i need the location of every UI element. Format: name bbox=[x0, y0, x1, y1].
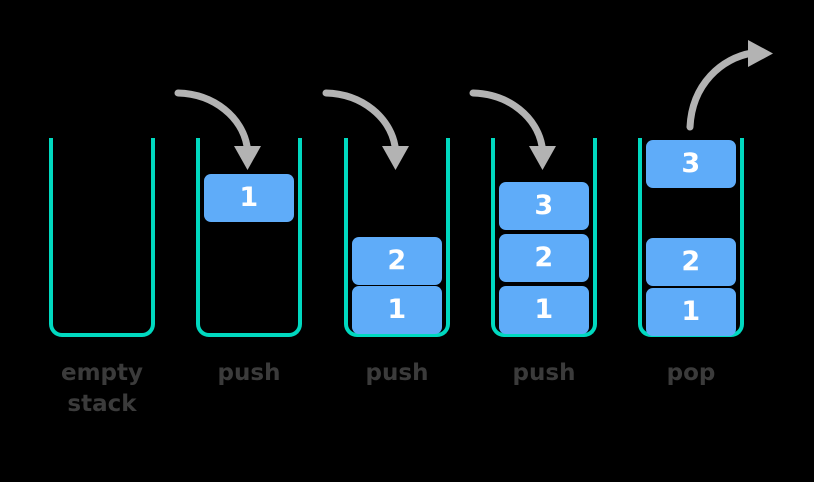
stack-element: 3 bbox=[646, 140, 736, 188]
stack-element: 1 bbox=[646, 288, 736, 336]
stack-element: 2 bbox=[646, 238, 736, 286]
stack-vessel bbox=[196, 138, 302, 337]
stack-element: 2 bbox=[499, 234, 589, 282]
stack-caption-push-2: push bbox=[365, 360, 429, 386]
stack-element: 2 bbox=[352, 237, 442, 285]
stack-column-push-2: 2 1 push bbox=[344, 0, 450, 482]
stack-vessel bbox=[49, 138, 155, 337]
stack-caption-push-3: push bbox=[512, 360, 576, 386]
stack-column-empty: empty stack bbox=[49, 0, 155, 482]
stack-column-pop: 3 2 1 pop bbox=[638, 0, 744, 482]
stack-element: 1 bbox=[352, 286, 442, 334]
stack-column-push-3: 3 2 1 push bbox=[491, 0, 597, 482]
stack-caption-pop: pop bbox=[666, 360, 716, 386]
stack-element: 1 bbox=[204, 174, 294, 222]
stack-element: 1 bbox=[499, 286, 589, 334]
stack-caption-empty: empty stack bbox=[60, 360, 144, 417]
stack-element: 3 bbox=[499, 182, 589, 230]
stack-column-push-1: 1 push bbox=[196, 0, 302, 482]
stack-caption-push-1: push bbox=[217, 360, 281, 386]
